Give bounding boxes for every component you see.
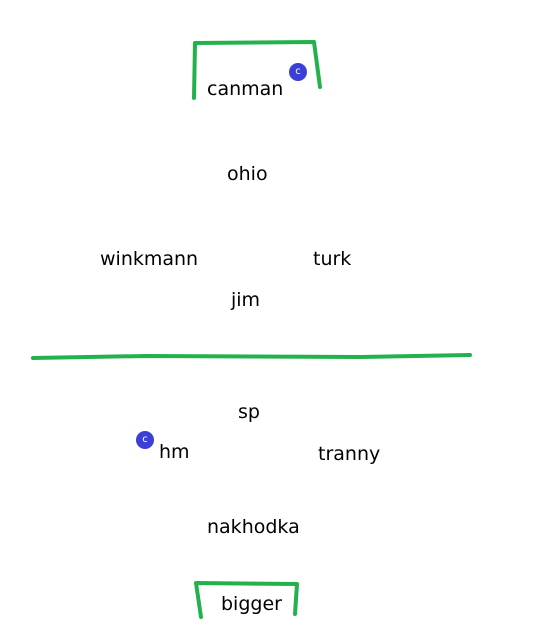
player-tranny: tranny — [318, 443, 381, 465]
captain-badge-icon: c — [289, 63, 307, 81]
player-hm: hm — [159, 441, 190, 463]
player-ohio: ohio — [227, 163, 268, 185]
player-turk: turk — [313, 248, 352, 270]
player-canman: canman — [207, 78, 284, 100]
player-jim: jim — [231, 289, 261, 311]
player-sp: sp — [238, 401, 260, 423]
bottom-goal — [194, 581, 299, 619]
player-winkmann: winkmann — [100, 248, 199, 270]
top-goal — [192, 40, 322, 100]
captain-badge-icon: c — [136, 431, 154, 449]
halfway-line — [31, 353, 472, 360]
player-bigger: bigger — [221, 593, 282, 615]
player-nakhodka: nakhodka — [207, 516, 300, 538]
